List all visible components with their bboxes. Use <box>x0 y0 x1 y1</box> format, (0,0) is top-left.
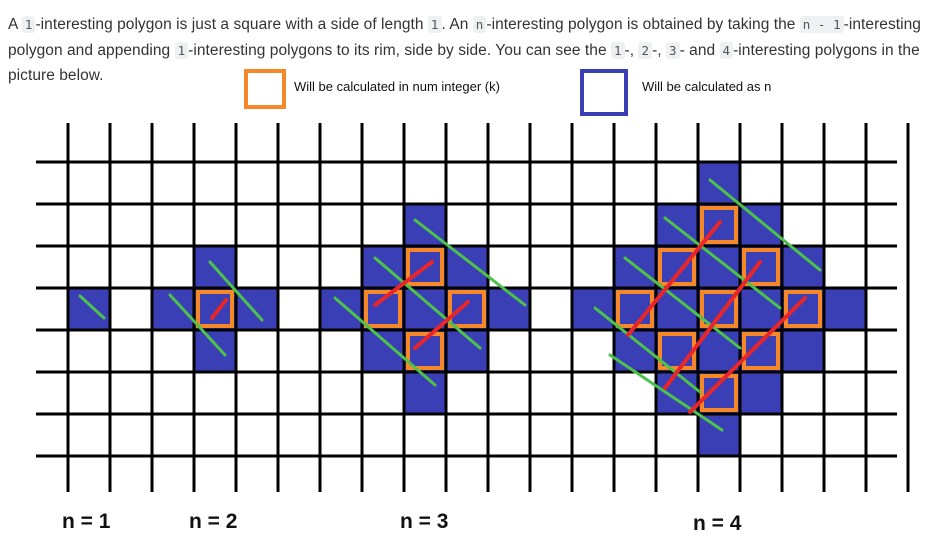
green-diagonal <box>78 294 106 320</box>
label-n3: n = 3 <box>400 510 449 533</box>
legend-blue-label: Will be calculated as n <box>642 79 772 94</box>
legend-blue-swatch <box>580 69 628 116</box>
green-diagonal <box>608 353 724 432</box>
polygon-4-cell <box>740 330 782 372</box>
polygon-3-cell <box>404 288 446 330</box>
text-segment: -, <box>652 41 666 59</box>
text-segment: - and <box>679 41 720 59</box>
orange-square <box>784 290 822 328</box>
orange-square <box>700 206 738 244</box>
polygon-3-cell <box>404 372 446 414</box>
green-diagonal <box>413 218 527 307</box>
polygon-1-cell <box>68 288 110 330</box>
orange-square <box>406 248 444 286</box>
label-n2: n = 2 <box>189 510 238 533</box>
polygon-2-cell <box>152 288 194 330</box>
polygon-3-cell <box>404 330 446 372</box>
polygon-3-cell <box>320 288 362 330</box>
orange-square <box>700 290 738 328</box>
inline-code: n <box>472 16 487 33</box>
text-segment: -interesting polygons in the picture bel… <box>8 41 920 85</box>
polygon-4-cell <box>698 372 740 414</box>
polygon-4-cell <box>572 288 614 330</box>
green-diagonal <box>333 296 437 387</box>
polygon-4-cell <box>698 246 740 288</box>
red-diagonal <box>626 220 722 337</box>
label-n1: n = 1 <box>62 510 111 533</box>
inline-code: 4 <box>719 41 734 59</box>
inline-code: 1 <box>174 41 189 59</box>
problem-description: A 1-interesting polygon is just a square… <box>8 12 923 89</box>
inline-code: 1 <box>610 41 625 59</box>
text-segment: -, <box>624 41 639 59</box>
polygon-3-cell <box>488 288 530 330</box>
inline-code: 1 <box>21 16 36 33</box>
green-diagonal <box>663 216 782 310</box>
polygon-3-cell <box>362 288 404 330</box>
green-diagonal <box>708 178 822 272</box>
orange-square <box>196 290 234 328</box>
green-diagonal <box>593 306 702 394</box>
orange-square <box>406 332 444 370</box>
polygon-2-cell <box>194 288 236 330</box>
orange-square <box>742 332 780 370</box>
polygon-4-cell <box>782 330 824 372</box>
polygon-4-cell <box>782 288 824 330</box>
red-diagonal <box>373 260 434 307</box>
inline-code: 2 <box>638 41 653 59</box>
polygon-3-cell <box>446 246 488 288</box>
text-segment: -interesting polygon is just a square wi… <box>35 16 428 33</box>
inline-code: n - 1 <box>799 16 844 33</box>
text-segment: -interesting polygons to its rim, side b… <box>188 41 611 59</box>
red-diagonal <box>688 296 807 414</box>
polygon-2-cell <box>236 288 278 330</box>
label-n4: n = 4 <box>693 512 742 535</box>
orange-square <box>658 248 696 286</box>
text-segment: A <box>8 16 22 33</box>
polygon-4-cell <box>740 372 782 414</box>
orange-square <box>448 290 486 328</box>
polygon-4-cell <box>824 288 866 330</box>
text-segment: . An <box>441 16 473 33</box>
red-diagonal <box>663 260 762 390</box>
text-segment: -interesting polygon and appending <box>8 16 921 59</box>
green-diagonal <box>373 256 482 350</box>
orange-square <box>364 290 402 328</box>
green-diagonal <box>168 293 227 357</box>
green-diagonal <box>208 260 264 322</box>
legend-orange-label: Will be calculated in num integer (k) <box>294 79 500 94</box>
orange-square <box>742 248 780 286</box>
polygon-4-cell <box>698 414 740 456</box>
legend-orange-swatch <box>244 69 286 109</box>
polygon-4-cell <box>656 246 698 288</box>
green-diagonal <box>623 256 742 350</box>
polygon-4-cell <box>656 372 698 414</box>
inline-code: 1 <box>427 16 442 33</box>
inline-code: 3 <box>666 41 680 59</box>
text-segment: -interesting polygon is obtained by taki… <box>486 16 800 33</box>
red-diagonal <box>210 298 228 320</box>
polygon-2-cell <box>194 330 236 372</box>
polygon-3-cell <box>362 246 404 288</box>
red-diagonal <box>413 300 470 350</box>
orange-square <box>700 374 738 412</box>
